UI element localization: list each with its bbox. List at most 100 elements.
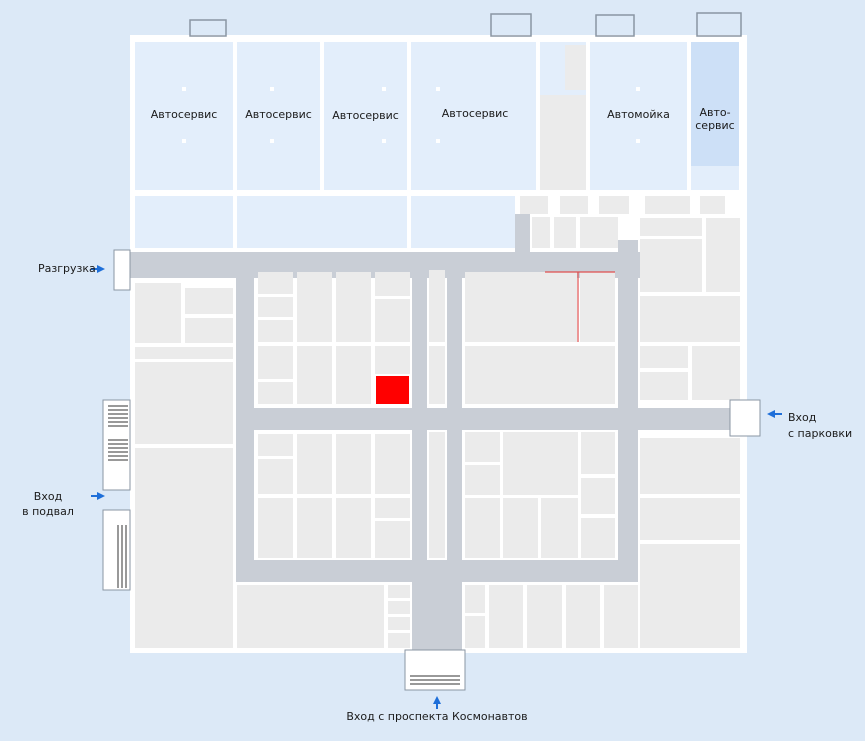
shop [258,459,293,494]
shop [541,498,578,558]
autoservice-label-2: Автосервис [245,108,312,121]
shop [640,218,702,236]
shop [336,498,371,558]
shop [429,270,445,342]
arrow-icon [97,492,105,500]
shop [258,498,293,558]
shop [640,438,740,494]
arrow-icon [97,265,105,273]
shop [692,346,740,400]
shop [465,498,500,558]
shops [135,217,740,648]
shop [375,346,410,374]
corridor-main-entrance [412,560,462,653]
shop [503,432,578,495]
shop [135,448,233,648]
shop [640,346,688,368]
tech-room-f [645,196,690,214]
exterior-stairs [108,405,460,685]
roof-bumps [189,12,742,37]
shop [388,601,410,614]
basement-entrance-label-line2[interactable]: в подвал [22,505,74,518]
shop [135,283,181,343]
shop [388,585,410,598]
shop [297,434,332,494]
unloading-entrance-label[interactable]: Разгрузка [38,262,96,275]
autoservice-block [135,42,739,248]
shop [640,239,702,292]
autoservice-unit-4[interactable] [411,42,536,190]
tech-room-g [700,196,725,214]
shop [336,434,371,494]
main-entrance-label[interactable]: Вход с проспекта Космонавтов [346,710,528,723]
shop [581,432,615,474]
autoservice-label-3: Автосервис [332,109,399,122]
shop [297,498,332,558]
shop [297,272,332,342]
autoservice-unit-small[interactable] [691,42,739,166]
shop [465,346,615,404]
autoservice-unit-2[interactable] [237,42,320,190]
shop [581,478,615,514]
shop [465,465,500,495]
shop [375,434,410,494]
shop [465,432,500,462]
columns [182,87,640,143]
shop [237,585,384,648]
shop [527,585,562,648]
tech-room-a [540,95,586,190]
parking-entrance-label-line2[interactable]: с парковки [788,427,853,440]
carwash-unit[interactable] [590,42,687,190]
shop [465,272,577,342]
arrow-icon [767,410,775,418]
arrow-icon [433,696,441,704]
autoservice-small-label-line2: сервис [695,119,735,132]
shop [258,382,293,404]
shop [375,299,410,342]
shop [640,544,740,648]
shop [640,372,688,400]
shop [465,585,485,613]
selected-shop[interactable] [376,376,409,404]
tech-room-b [565,45,586,90]
basement-entrance-label-line1[interactable]: Вход [33,490,63,503]
shop [135,362,233,444]
shop [388,617,410,630]
tech-room-d [560,196,588,214]
autoservice-back-1 [135,196,233,248]
shop [604,585,638,648]
autoservice-label-1: Автосервис [150,108,218,121]
shop [640,296,740,342]
shop [581,518,615,558]
autoservice-back-2 [237,196,407,248]
autoservice-label-4: Автосервис [441,107,509,120]
shop [489,585,523,648]
shop [375,521,410,558]
shop [258,346,293,379]
shop [258,272,293,294]
carwash-label: Автомойка [607,108,670,121]
shop [185,288,233,314]
shop [297,346,332,404]
autoservice-small-label-line1: Авто- [699,106,731,119]
autoservice-back-3 [411,196,515,248]
shop [640,498,740,540]
shop [580,217,618,248]
shop [258,434,293,456]
shop [375,498,410,518]
entrance-arrows [91,265,782,709]
shop [532,217,550,248]
autoservice-unit-1[interactable] [135,42,233,190]
shop [135,347,233,359]
shop [580,272,615,342]
parking-entrance-label-line1[interactable]: Вход [788,411,817,424]
shop [706,218,740,292]
shop [429,432,445,558]
autoservice-unit-3[interactable] [324,42,407,190]
shop [554,217,576,248]
shop [185,318,233,343]
shop [258,297,293,317]
shop [388,633,410,648]
shop [258,320,293,342]
